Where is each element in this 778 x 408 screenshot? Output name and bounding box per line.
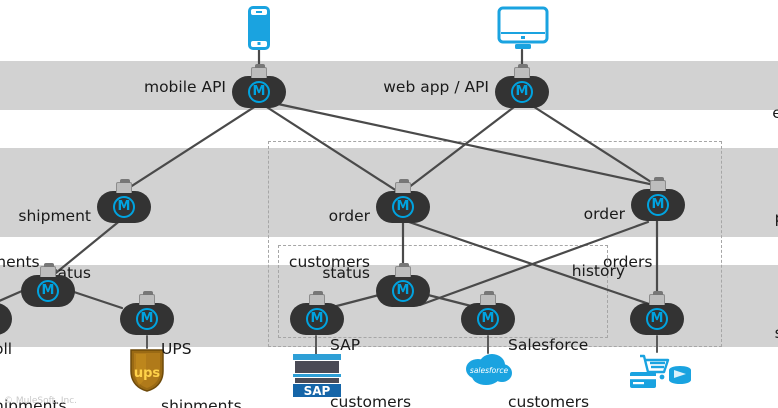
node-connector-tab (480, 291, 496, 305)
node-connector-tab (395, 263, 411, 277)
tier-label-process-line1: pro (690, 208, 778, 228)
node-label-shipment-status-line1: shipment (18, 207, 91, 225)
node-connector-tab (649, 291, 665, 305)
group-box-inner (278, 245, 608, 338)
line-order-history-to-salesforce (418, 220, 650, 307)
node-connector-tab (395, 179, 411, 193)
node-label-sap-customers: SAP customers (330, 298, 440, 408)
node-label-toll-shipments: oll hipments (0, 302, 114, 408)
node-label-shipments: ments (0, 253, 40, 271)
ups-shield-icon: ups (128, 347, 166, 397)
mulesoft-logo-icon: M (392, 196, 414, 218)
mulesoft-logo-icon: M (647, 194, 669, 216)
node-customers[interactable]: M (376, 263, 430, 307)
tier-band-experience (0, 61, 778, 110)
node-label-order-status: order status (270, 169, 370, 321)
copyright-footer: © MuleSoft, Inc. (4, 396, 78, 406)
mulesoft-logo-icon: M (113, 196, 135, 218)
smartphone-icon (245, 6, 273, 54)
node-label-ups-shipments-line1: UPS (161, 340, 192, 358)
line-shipment-status-to-shipments (44, 217, 124, 283)
node-connector-tab (251, 64, 267, 78)
node-connector-tab (139, 291, 155, 305)
node-shipments[interactable]: M (21, 263, 75, 307)
mulesoft-logo-icon: M (306, 308, 328, 330)
svg-text:salesforce: salesforce (470, 366, 509, 375)
mulesoft-logo-icon: M (37, 280, 59, 302)
node-label-salesforce-customers: Salesforce customers (508, 298, 628, 408)
node-sap-customers[interactable]: M (290, 291, 344, 335)
node-label-sap-customers-line2: customers (330, 393, 412, 408)
mulesoft-logo-icon: M (511, 81, 533, 103)
mulesoft-logo-icon: M (248, 81, 270, 103)
node-connector-tab (116, 179, 132, 193)
node-label-order-status-line2: status (322, 264, 370, 282)
line-mobile-to-shipment-status (122, 102, 261, 193)
node-label-ups-shipments: UPS shipments (161, 302, 281, 408)
node-label-order-history: order history (522, 167, 625, 319)
mulesoft-logo-icon: M (646, 308, 668, 330)
line-shipments-to-ups (72, 290, 124, 310)
node-label-web-app-api: web app / API (383, 78, 489, 96)
line-web-to-order-status (402, 102, 520, 193)
tier-label-experience-line1: expe (772, 104, 778, 122)
node-label-sap-customers-line1: SAP (330, 336, 361, 354)
node-toll-shipments[interactable]: M (0, 303, 12, 335)
node-ups-shipments[interactable]: M (120, 291, 174, 335)
node-label-salesforce-customers-line1: Salesforce (508, 336, 589, 354)
node-label-order-status-line1: order (328, 207, 370, 225)
tier-label-process: pro A (690, 168, 778, 328)
node-salesforce-customers[interactable]: M (461, 291, 515, 335)
shopping-cart-database-icon (628, 350, 694, 398)
mulesoft-logo-icon: M (136, 308, 158, 330)
node-order-status[interactable]: M (376, 179, 430, 223)
tier-label-system-line1: sys (690, 323, 778, 343)
node-label-order-history-line1: order (583, 205, 625, 223)
tier-label-experience: expe A (700, 63, 778, 223)
node-label-order-history-line2: history (571, 262, 625, 280)
node-label-customers: customers (288, 253, 370, 271)
salesforce-cloud-icon: salesforce (462, 353, 514, 391)
node-label-ups-shipments-line2: shipments (161, 397, 242, 408)
line-mobile-to-order-history (262, 99, 661, 188)
mulesoft-logo-icon: M (477, 308, 499, 330)
line-web-to-order-history (526, 101, 664, 191)
svg-text:SAP: SAP (304, 384, 331, 398)
line-mobile-to-order-status (260, 102, 402, 195)
line-shipments-to-toll (0, 289, 24, 302)
node-mobile-api[interactable]: M (232, 64, 286, 108)
node-label-salesforce-customers-line2: customers (508, 393, 590, 408)
svg-text:ups: ups (134, 366, 161, 381)
node-label-toll-shipments-line2: hipments (0, 397, 67, 408)
node-label-toll-shipments-line1: oll (0, 340, 13, 358)
node-connector-tab (40, 263, 56, 277)
mulesoft-logo-icon: M (392, 280, 414, 302)
node-connector-tab (514, 64, 530, 78)
node-connector-tab (650, 177, 666, 191)
node-web-app-api[interactable]: M (495, 64, 549, 108)
node-connector-tab (309, 291, 325, 305)
node-order-history[interactable]: M (631, 177, 685, 221)
group-box-outer (268, 141, 722, 347)
node-shipment-status[interactable]: M (97, 179, 151, 223)
node-label-orders: orders (603, 253, 653, 271)
tier-label-system: sys A (690, 283, 778, 408)
node-orders[interactable]: M (630, 291, 684, 335)
tier-label-system-line2: A (690, 383, 778, 403)
monitor-icon (497, 6, 549, 56)
node-label-mobile-api: mobile API (143, 78, 226, 96)
sap-logo-icon: SAP (293, 354, 341, 402)
